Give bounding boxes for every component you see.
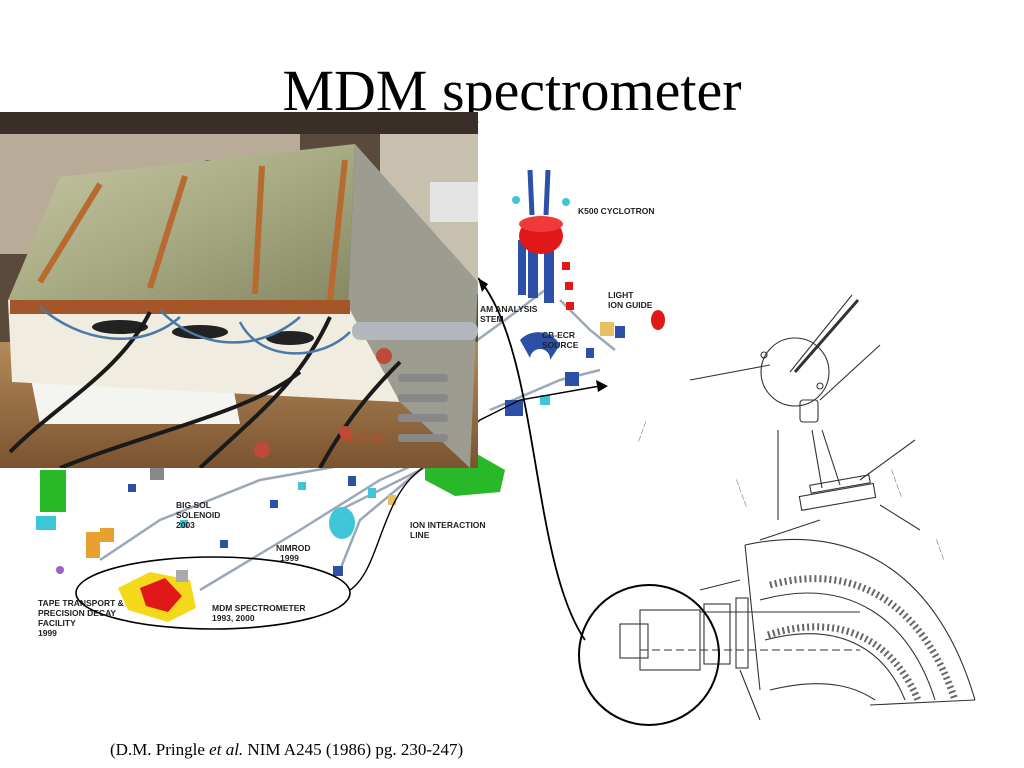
arrow-detector-to-photo [477,277,586,641]
arrow-mdm-to-detector [349,385,601,591]
svg-text:— — —: — — — [636,421,649,443]
beamline-components [36,468,396,576]
label-ion-guide-2: ION GUIDE [608,300,653,310]
label-bigsol-3: 2003 [176,520,195,530]
svg-text:— — — —: — — — — [888,469,904,498]
label-ecr-1: CB-ECR [542,330,575,340]
citation-et-al: et al. [209,740,244,759]
label-mdm-1: MDM SPECTROMETER [212,603,306,613]
label-analysis-1: AM ANALYSIS [480,304,538,314]
citation: (D.M. Pringle et al. NIM A245 (1986) pg.… [110,740,463,760]
label-ion-line-1: ION INTERACTION [410,520,486,530]
svg-text:— — —: — — — [933,539,946,561]
label-tape-4: 1999 [38,628,57,638]
mdm-technical-drawing [619,294,976,721]
page-title: MDM spectrometer [282,58,742,123]
citation-authors: (D.M. Pringle [110,740,210,759]
detector-highlight-circle [578,584,720,726]
label-bigsol-2: SOLENOID [176,510,220,520]
arrowhead-right [596,380,608,392]
label-analysis-2: STEM [480,314,504,324]
ion-guide-components [505,310,665,416]
label-ion-guide-1: LIGHT [608,290,634,300]
citation-journal: NIM A245 (1986) pg. 230-247) [243,740,464,759]
detector-photo: 8 6 2006 [0,112,478,468]
label-ion-line-2: LINE [410,530,430,540]
photo-date-stamp: 8 6 2006 [340,433,383,445]
mdm-highlight-ellipse [75,556,351,630]
label-tape-3: FACILITY [38,618,76,628]
label-ecr-2: SOURCE [542,340,579,350]
mdm-facility-model [118,570,196,622]
cyclotron [512,169,574,310]
label-cyclotron: K500 CYCLOTRON [578,206,655,216]
svg-text:— — — —: — — — — [733,479,749,508]
label-mdm-2: 1993, 2000 [212,613,255,623]
label-tape-2: PRECISION DECAY [38,608,116,618]
label-nimrod-2: 1999 [280,553,299,563]
arrowhead-up [478,278,488,292]
label-nimrod-1: NIMROD [276,543,310,553]
label-bigsol-1: BIG SOL [176,500,211,510]
